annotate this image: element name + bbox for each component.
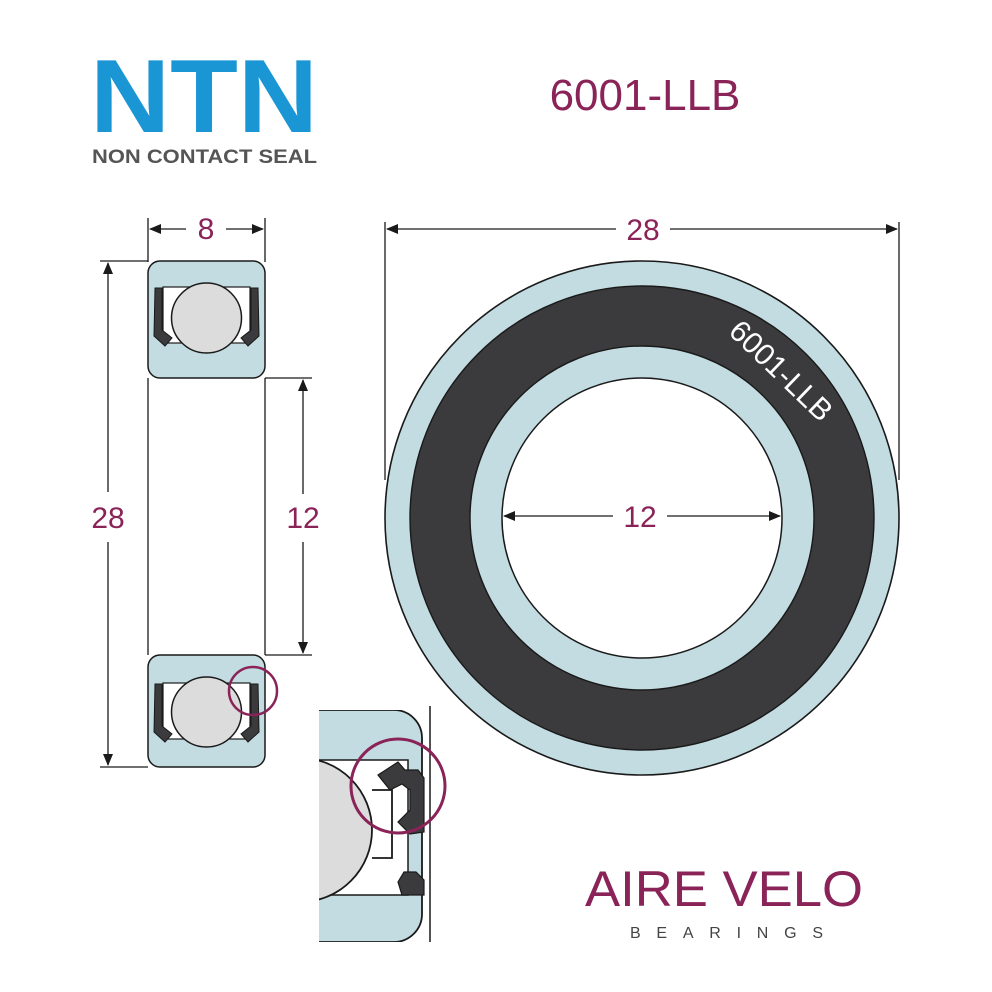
width-dimension: 8 [198, 213, 215, 246]
dealer-logo: AIRE VELO [585, 861, 863, 917]
bottom-ring-section [147, 654, 266, 768]
seal-detail-view [317, 706, 447, 942]
detail-magnifier-circle [349, 737, 447, 835]
dealer-subtitle: BEARINGS [630, 925, 823, 942]
ball-icon [170, 282, 243, 354]
ball-icon [170, 676, 243, 748]
bore [501, 377, 783, 659]
seal-type-label: NON CONTACT SEAL [92, 147, 317, 168]
front-view: 28 6001-LLB 12 [384, 214, 900, 776]
outer-diameter-side-dimension: 28 [91, 502, 124, 535]
bore-front-dimension: 12 [623, 501, 656, 534]
ntn-logo: NTN [90, 39, 318, 155]
outer-diameter-front-dimension: 28 [626, 214, 659, 247]
model-title: 6001-LLB [550, 71, 741, 120]
top-ring-section [147, 260, 266, 379]
cross-section-view: 8 28 12 [91, 213, 320, 768]
bore-side-dimension: 12 [286, 502, 319, 535]
detail-callout-circle [227, 665, 279, 717]
